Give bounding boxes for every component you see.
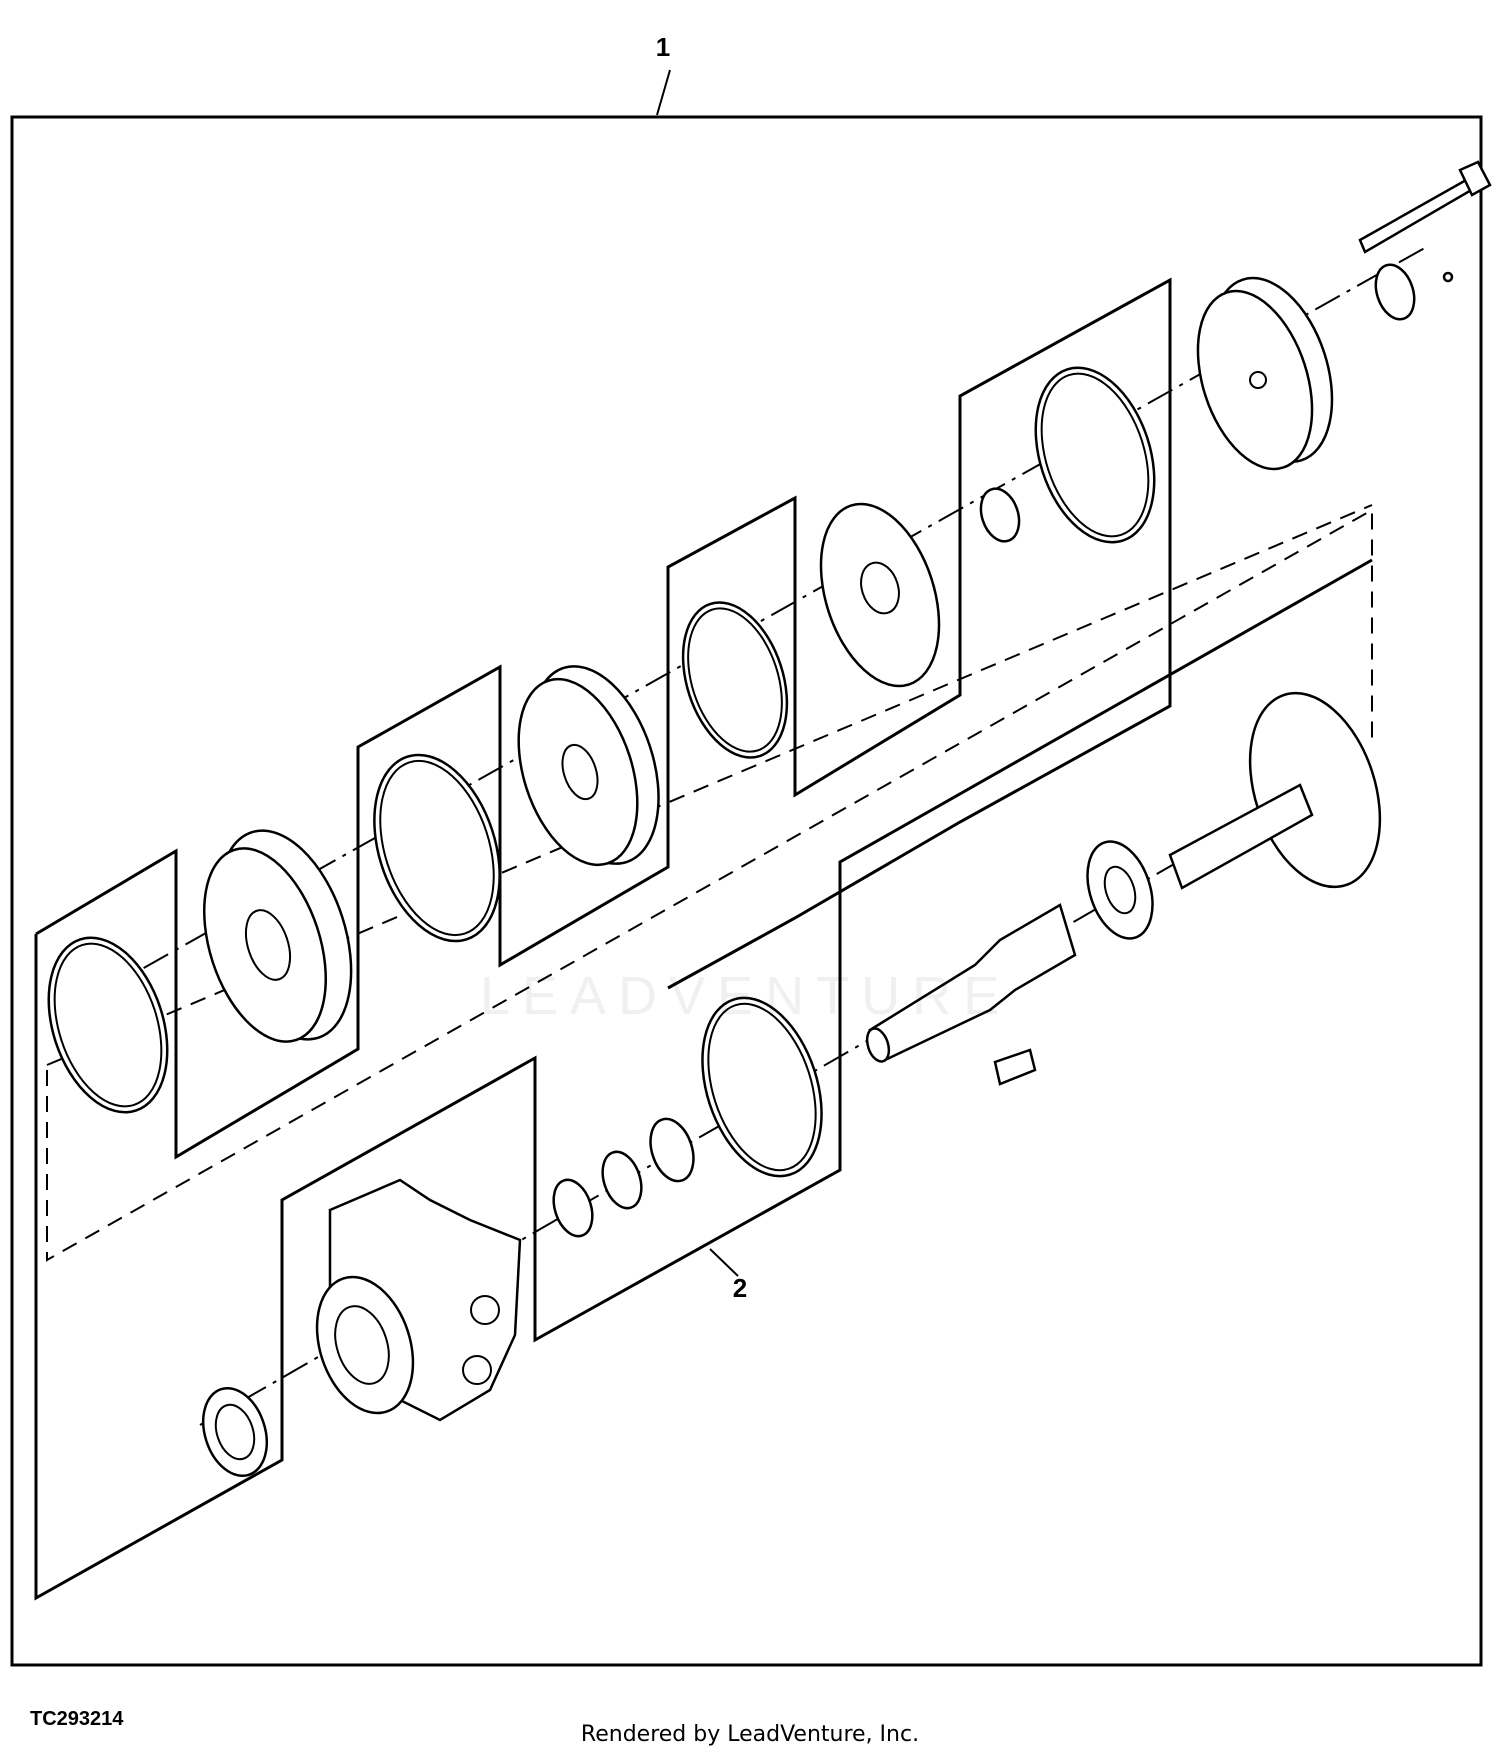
render-credit: Rendered by LeadVenture, Inc.	[580, 1722, 920, 1747]
output-shaft-end	[865, 1027, 891, 1063]
valve-plate-hub	[561, 743, 599, 801]
gerotor-hub	[244, 909, 292, 981]
drive-flange[interactable]	[1227, 676, 1403, 903]
tie-bolt[interactable]	[1358, 173, 1482, 254]
callout-2[interactable]: 2	[733, 1273, 747, 1303]
kit-outline-lower	[34, 558, 1373, 1601]
housing-bore	[334, 1305, 390, 1385]
drive-link-spline[interactable]	[1168, 783, 1314, 890]
o-ring-1-inner	[53, 942, 163, 1108]
o-ring-2-inner	[379, 759, 495, 937]
figure-id: TC293214	[30, 1708, 124, 1730]
small-o-ring[interactable]	[975, 484, 1026, 546]
gerotor-set[interactable]	[182, 833, 348, 1057]
kit-outline-upper	[35, 277, 1172, 1160]
retaining-ring[interactable]	[547, 1175, 599, 1241]
woodruff-key[interactable]	[993, 1048, 1037, 1086]
o-ring-5-inner	[707, 1002, 817, 1172]
housing-port-2	[462, 1355, 492, 1385]
diagram-frame	[10, 115, 1483, 1667]
plug-seal[interactable]	[1369, 260, 1421, 324]
tie-bolt-head	[1458, 160, 1492, 197]
o-ring-3[interactable]	[665, 589, 806, 771]
dust-seal-inner	[214, 1403, 256, 1461]
watermark: LEADVENTURE	[480, 966, 1012, 1026]
thrust-bearing[interactable]	[1076, 833, 1164, 947]
o-ring-2[interactable]	[352, 739, 522, 957]
spacer-plate-hub	[860, 561, 900, 615]
backup-ring[interactable]	[596, 1147, 648, 1213]
callout-1[interactable]: 1	[656, 32, 670, 62]
seal-kit-dashed-bracket	[46, 508, 1373, 1262]
shaft-seal[interactable]	[643, 1113, 701, 1186]
thrust-bearing-inner	[1103, 865, 1137, 915]
o-ring-4[interactable]	[1015, 352, 1175, 557]
end-cover[interactable]	[1177, 276, 1333, 483]
plug-screw[interactable]	[1442, 271, 1454, 283]
housing-port-1	[470, 1295, 500, 1325]
callout-2-leader	[709, 1248, 739, 1277]
spacer-plate[interactable]	[800, 489, 961, 701]
o-ring-5[interactable]	[681, 983, 842, 1192]
housing-pilot	[315, 1275, 415, 1415]
output-shaft[interactable]	[868, 903, 1077, 1062]
valve-plate[interactable]	[497, 664, 659, 880]
end-cover-center	[1249, 371, 1267, 389]
callout-1-leader	[656, 69, 671, 116]
o-ring-3-inner	[687, 607, 783, 753]
o-ring-1[interactable]	[28, 922, 188, 1127]
o-ring-4-inner	[1040, 372, 1150, 538]
